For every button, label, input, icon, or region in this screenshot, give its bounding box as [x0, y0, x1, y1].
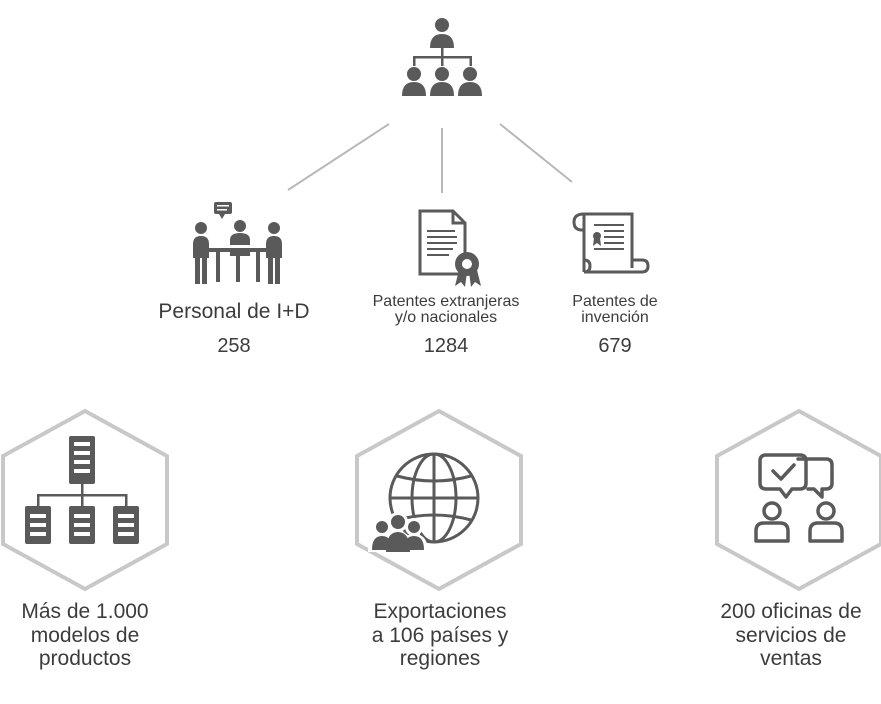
org-item-label: Patentes extranjeras y/o nacionales	[348, 294, 544, 326]
meeting-team-icon	[193, 202, 282, 284]
org-item-value: 258	[217, 335, 251, 357]
stat-line: Exportaciones	[373, 600, 507, 623]
label-line: Personal de I+D	[158, 300, 310, 323]
hexagon-services	[715, 408, 881, 592]
stat-line: Más de 1.000	[21, 600, 149, 623]
stat-line: ventas	[760, 647, 822, 671]
org-item-label: Personal de I+D	[136, 300, 332, 324]
scroll-diploma-icon	[572, 212, 650, 274]
hexagon-products	[1, 408, 169, 592]
label-line: y/o nacionales	[394, 309, 498, 326]
org-item-value: 1284	[423, 335, 469, 357]
service-chat-icon	[754, 453, 844, 543]
org-item-label: Patentes de invención	[545, 294, 685, 326]
globe-people-icon	[368, 452, 480, 552]
stat-label: Más de 1.000 modelos de productos	[0, 600, 170, 671]
connector-right	[499, 123, 573, 183]
label-line: Patentes extranjeras	[372, 293, 520, 310]
stat-label: 200 oficinas de servicios de ventas	[702, 600, 880, 671]
stat-line: servicios de	[735, 623, 847, 647]
org-item-value: 679	[598, 335, 632, 357]
certificate-document-icon	[418, 209, 481, 287]
label-line: Patentes de	[572, 293, 658, 310]
stat-line: 200 oficinas de	[720, 600, 862, 623]
product-hierarchy-icon	[25, 436, 139, 544]
stat-line: modelos de	[30, 623, 140, 647]
stat-line: regiones	[399, 647, 481, 671]
label-line: invención	[581, 309, 649, 326]
stat-label: Exportaciones a 106 países y regiones	[340, 600, 540, 671]
stat-line: productos	[38, 647, 132, 671]
org-chart-icon	[402, 18, 482, 96]
stat-line: a 106 países y	[371, 623, 509, 647]
connector-left	[287, 123, 390, 191]
